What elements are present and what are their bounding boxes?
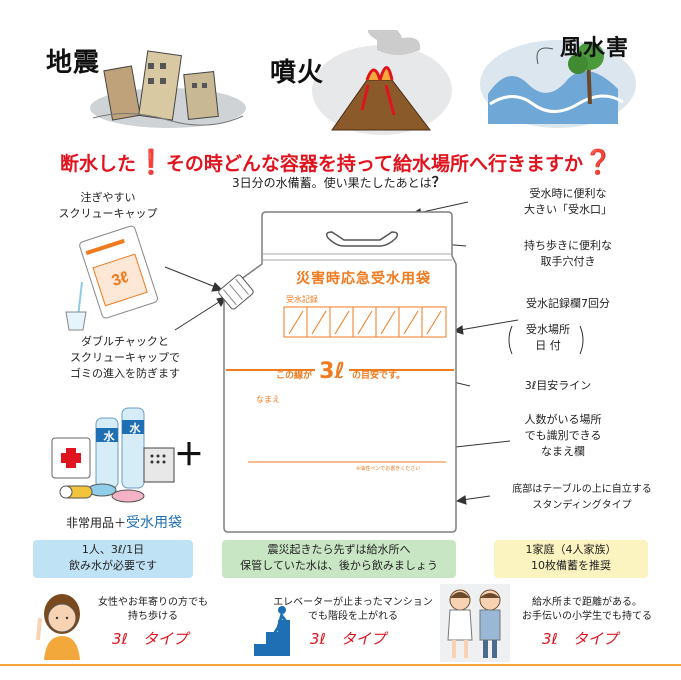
name-label: なまえ [256,395,280,404]
cap-label-line2: スクリューキャップ [58,207,158,220]
line-label: 3ℓ目安ライン [524,379,592,392]
storm-flood-title: 風水害 [560,36,630,61]
headline-part2: その時どんな容器を持って給水場所へ行きますか [165,153,583,175]
type-2-line1: エレベーターが止まったマンション [273,597,433,608]
bottom-label-line2: スタンディングタイプ [532,500,632,511]
emergency-label: 非常用品＋受水用袋 [66,512,182,532]
small-question-icon: ？ [431,175,446,191]
subheadline-text: 3日分の水備蓄。使い果たしたあとは [232,176,432,190]
volcano-illustration [312,30,452,135]
headline-part1: 断水した [60,153,137,175]
info-box-1-line1: 1人、3ℓ/1日 [81,543,145,556]
record-sub-place: 受水場所 [526,323,570,336]
bottle-mark-2: 水 [129,422,141,435]
type-2-label: 3ℓ タイプ [310,630,386,648]
pouring-illustration: 3ℓ [65,225,158,331]
line-amount: 3ℓ [315,359,349,384]
mouth-label-line2: 大きい「受水口」 [524,203,612,216]
info-box-3-line2: 10枚備蓄を推奨 [531,559,611,572]
pen-note: ※油性ペンでお書きください [356,466,421,472]
mouth-label: 受水時に便利な 大きい「受水口」 [498,186,638,218]
question-icon: ❓ [582,148,613,176]
line-text-pre: この線が [276,371,313,381]
type-3-line2: お手伝いの小学生でも持てる [522,611,652,622]
handle-label-line2: 取手穴付き [540,255,596,268]
eruption-panel: 噴火 [262,30,452,140]
type-1-line1: 女性やお年寄りの方でも [98,597,208,608]
type-3-line1: 給水所まで距離がある。 [532,597,642,608]
info-box-go-first: 震災起きたら先ずは給水所へ 保管していた水は、後から飲みましょう [222,540,456,578]
exclamation-icon: ❗ [136,148,166,176]
earthquake-panel: 地震 [38,30,248,130]
record-sub-date: 日 付 [535,339,561,352]
earthquake-title: 地震 [46,48,101,78]
name-field-line1: 人数がいる場所 [524,413,602,426]
chuck-label-line1: ダブルチャックと [81,335,169,348]
info-box-3-line1: 1家庭（4人家族） [525,543,617,556]
line-text-post: の目安です。 [351,371,406,381]
info-box-daily-water: 1人、3ℓ/1日 飲み水が必要です [33,540,193,578]
name-field-line2: でも識別できる [524,429,602,442]
plus-sign: ＋ [174,438,204,473]
type-3-desc: 給水所まで距離がある。 お手伝いの小学生でも持てる [512,596,662,624]
bottom-label-line1: 底部はテーブルの上に自立する [512,484,652,495]
storm-flood-illustration [480,40,636,128]
name-field-line3: なまえ欄 [541,445,585,458]
record-label: 受水記録 [286,295,318,304]
bag-title: 災害時応急受水用袋 [296,271,431,287]
subheadline: 3日分の水備蓄。使い果たしたあとは？ [232,176,446,191]
bottom-rule [0,664,681,666]
children-illustration [440,584,510,662]
info-box-2-line1: 震災起きたら先ずは給水所へ [267,543,411,556]
type-1-line2: 持ち歩ける [128,611,178,622]
mouth-label-line1: 受水時に便利な [529,187,607,200]
type-1-label: 3ℓ タイプ [112,630,188,648]
type-3-label: 3ℓ タイプ [542,630,618,648]
chuck-label-line3: ゴミの進入を防ぎます [70,367,180,380]
emergency-label-pre: 非常用品＋ [66,516,127,530]
handle-label: 持ち歩きに便利な 取手穴付き [498,238,638,270]
emergency-label-bag: 受水用袋 [126,515,183,531]
name-field-label: 人数がいる場所 でも識別できる なまえ欄 [498,412,628,460]
handle-label-line1: 持ち歩きに便利な [524,239,612,252]
eruption-title: 噴火 [270,58,325,88]
bottle-mark-1: 水 [103,430,115,443]
emergency-supplies-illustration [51,407,175,503]
bottom-label: 底部はテーブルの上に自立する スタンディングタイプ [484,482,680,514]
stairs-icon [254,606,290,656]
cap-label: 注ぎやすい スクリューキャップ [48,190,168,222]
cap-label-line1: 注ぎやすい [80,191,136,204]
woman-illustration [36,594,80,660]
info-box-2-line2: 保管していた水は、後から飲みましょう [240,559,438,572]
chuck-label: ダブルチャックと スクリューキャップで ゴミの進入を防ぎます [45,334,205,382]
type-2-line2: でも階段を上がれる [308,611,398,622]
info-box-1-line2: 飲み水が必要です [69,559,157,572]
record-sub-label: 受水場所 日 付 [508,322,588,354]
info-box-household: 1家庭（4人家族） 10枚備蓄を推奨 [494,540,648,578]
storm-panel: 風水害 [478,28,658,128]
type-2-desc: エレベーターが止まったマンション でも階段を上がれる [268,596,438,624]
record-count-label: 受水記録欄7回分 [526,297,610,310]
type-1-desc: 女性やお年寄りの方でも 持ち歩ける [88,596,218,624]
three-liter-line-label: この線が 3ℓ の目安です。 [276,359,405,384]
svg-text:3ℓ: 3ℓ [110,269,131,290]
chuck-label-line2: スクリューキャップで [70,351,180,364]
earthquake-illustration [90,50,246,128]
headline: 断水した❗その時どんな容器を持って給水場所へ行きますか❓ [60,148,660,176]
